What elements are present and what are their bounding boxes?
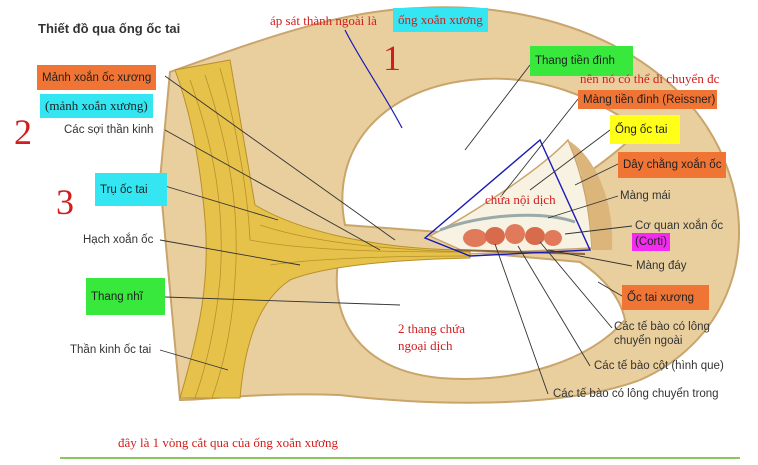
label-te-bao-cot: Các tế bào cột (hình que) <box>594 360 724 372</box>
label-cac-soi-than-kinh: Các sợi thần kinh <box>64 124 154 136</box>
box-corti: (Corti) <box>632 233 670 251</box>
label-than-kinh-oc-tai: Thần kinh ốc tai <box>70 344 152 356</box>
modiolus-nerve <box>174 59 471 399</box>
label-te-bao-long-ngoai: Các tế bào có lông <box>614 321 710 333</box>
organ-of-corti <box>439 213 586 255</box>
box-oc-tai-xuong: Ốc tai xương <box>622 285 709 310</box>
cochlear-duct <box>428 138 593 255</box>
label-hach-xoan-oc: Hạch xoắn ốc <box>83 234 154 246</box>
box-manh-xoan-oc-xuong: Mảnh xoắn ốc xương <box>37 65 157 90</box>
box-ong-oc-tai: Ống ốc tai <box>610 115 680 144</box>
box-thang-nhi: Thang nhĩ <box>86 278 165 315</box>
box-mang-tien-dinh: Màng tiền đình (Reissner) <box>578 90 718 109</box>
label-co-quan-xoan-oc: Cơ quan xoắn ốc <box>635 220 724 232</box>
box-tru-oc-tai: Trụ ốc tai <box>95 173 167 206</box>
label-mang-day: Màng đáy <box>636 260 687 272</box>
annotation-hai-thang-1: 2 thang chứa <box>398 321 465 336</box>
annotation-ap-sat: áp sát thành ngoài là <box>270 13 377 28</box>
annotation-nen-no: nên nó có thể di chuyển đc <box>580 71 720 86</box>
box-thang-tien-dinh: Thang tiền đình <box>530 46 633 76</box>
spiral-ligament <box>568 140 613 250</box>
label-te-bao-long-ngoai-2: chuyển ngoài <box>614 335 683 347</box>
pen-arrow <box>344 29 403 129</box>
annotation-footer: đây là 1 vòng cắt qua của ống xoắn xương <box>118 435 339 450</box>
box-day-chang-xoan-oc: Dây chằng xoắn ốc <box>618 152 726 178</box>
box-manh-xoan-xuong: (mảnh xoắn xương) <box>40 94 153 118</box>
label-te-bao-long-trong: Các tế bào có lông chuyển trong <box>553 388 719 400</box>
hand-number-3: 3 <box>56 182 74 222</box>
annotation-hai-thang-2: ngoại dịch <box>398 338 453 353</box>
box-ong-xoan-xuong: ống xoắn xương <box>393 8 488 32</box>
hand-number-1: 1 <box>383 38 401 78</box>
page-title: Thiết đồ qua ống ốc tai <box>38 21 181 36</box>
annotation-chua-noi-dich: chứa nội dịch <box>485 192 556 207</box>
label-mang-mai: Màng mái <box>620 190 671 202</box>
duct-pen-outline <box>423 138 592 257</box>
hand-number-2: 2 <box>14 112 32 152</box>
